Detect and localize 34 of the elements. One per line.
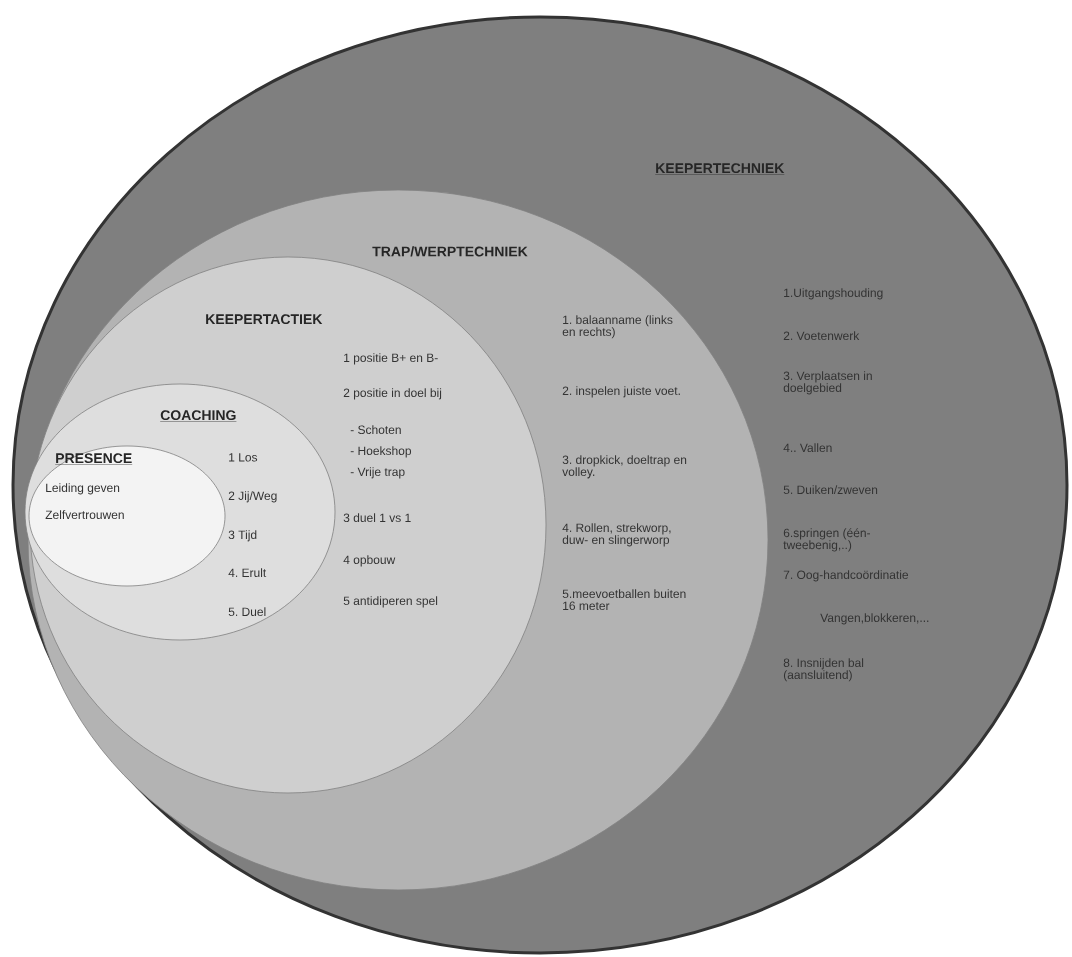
list-item: 8. Insnijden bal (aansluitend) [783, 658, 864, 682]
list-item: 3. dropkick, doeltrap en volley. [562, 455, 687, 479]
list-item: 3 duel 1 vs 1 [343, 513, 411, 522]
list-item: 4. Rollen, strekworp, duw- en slingerworp [562, 523, 671, 547]
list-item: 3. Verplaatsen in doelgebied [783, 371, 872, 395]
list-item: 6.springen (één-tweebenig,..) [783, 528, 871, 552]
heading: KEEPERTECHNIEK [655, 163, 785, 175]
list-item: - Hoekshop [350, 446, 412, 458]
heading: KEEPERTACTIEK [206, 314, 323, 325]
heading: PRESENCE [55, 453, 133, 465]
list-item: 5. Duel [228, 607, 266, 616]
list-item: 3 Tijd [228, 530, 257, 542]
heading: TRAP/WERPTECHNIEK [372, 246, 528, 257]
list-item: 2. Voetenwerk [783, 331, 860, 340]
list-item: 1 Los [229, 453, 258, 462]
heading: COACHING [160, 410, 237, 422]
list-item: 1.Uitgangshouding [784, 288, 883, 300]
list-item: Leiding geven [46, 483, 120, 495]
list-item: Zelfvertrouwen [45, 510, 124, 519]
list-item: 4. Erult [228, 568, 267, 577]
list-item: 1. balaanname (links en rechts) [562, 315, 673, 339]
list-item: 4.. Vallen [783, 443, 832, 452]
list-item: 5.meevoetballen buiten 16 meter [562, 589, 686, 610]
list-item: Vangen,blokkeren,... [820, 613, 929, 625]
list-item: 2 Jij/Weg [228, 491, 277, 503]
list-item: 2 positie in doel bij [343, 388, 442, 400]
list-item: 4 opbouw [343, 555, 396, 567]
list-item: 5. Duiken/zweven [783, 485, 878, 494]
list-item: 7. Oog-handcoördinatie [783, 570, 909, 582]
list-item: 2. inspelen juiste voet. [562, 386, 680, 398]
list-item: - Schoten [350, 425, 401, 434]
list-item: 1 positie B+ en B- [344, 353, 438, 365]
list-item: 5 antidiperen spel [343, 596, 438, 608]
list-item: - Vrije trap [350, 467, 405, 479]
